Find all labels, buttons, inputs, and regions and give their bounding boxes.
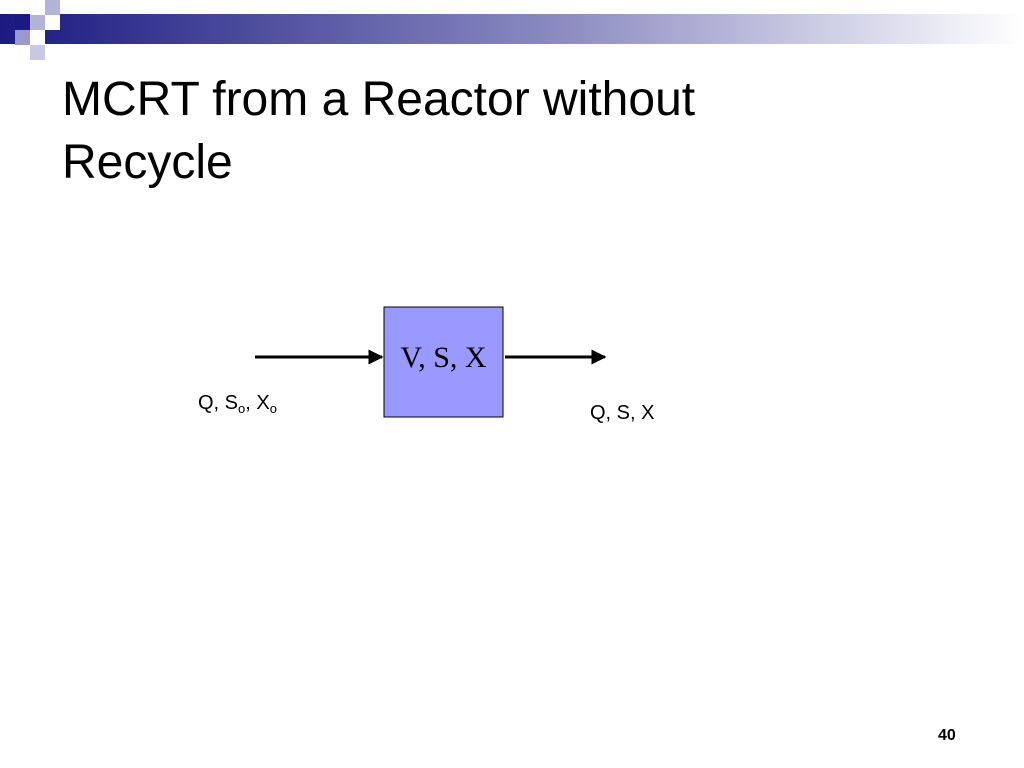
- inlet-label-subscript-1: o: [238, 401, 246, 416]
- slide-title-line-1: MCRT from a Reactor without: [62, 73, 696, 126]
- decorative-squares-logo: [15, 0, 60, 60]
- inlet-label-middle: , X: [245, 392, 270, 414]
- inlet-label-prefix: Q, S: [198, 392, 239, 414]
- reactor-label: V, S, X: [400, 341, 487, 374]
- header-gradient-band: [0, 14, 1024, 44]
- inlet-label-subscript-2: o: [269, 401, 277, 416]
- outlet-label: Q, S, X: [590, 402, 655, 424]
- slide-title-line-2: Recycle: [62, 136, 233, 189]
- reactor-box: [383, 306, 504, 418]
- inlet-label: Q, So, Xo: [198, 392, 277, 416]
- slide-title: MCRT from a Reactor without Recycle: [62, 68, 962, 194]
- slide-number: 40: [938, 727, 956, 744]
